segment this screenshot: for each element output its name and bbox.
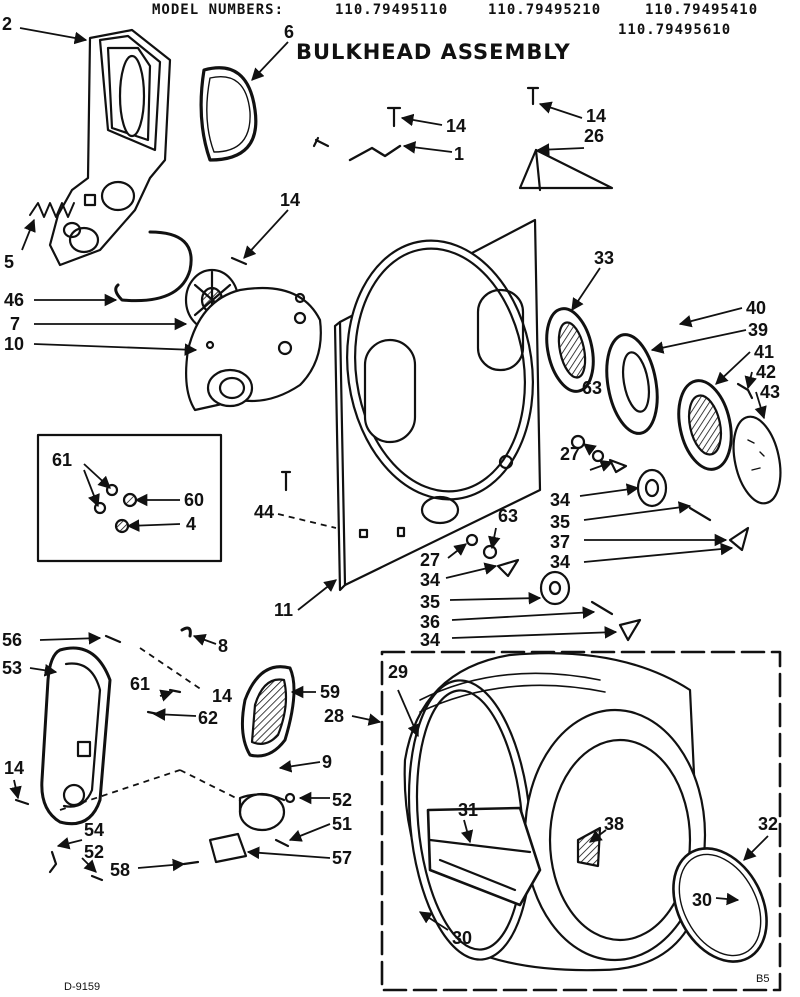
part-11-bulkhead — [333, 218, 542, 592]
callout-10: 10 — [4, 334, 24, 354]
part-26-bracket — [518, 148, 614, 192]
part-5-spring — [29, 202, 75, 218]
callout-32: 32 — [758, 814, 778, 834]
part-39-bezel — [605, 333, 659, 435]
callout-62: 62 — [198, 708, 218, 728]
part-59-lint-filter — [240, 665, 296, 758]
model-number-3: 110.79495410 — [645, 2, 759, 18]
part-2-panel-bracket — [48, 28, 172, 267]
callout-30-b: 30 — [452, 928, 472, 948]
inset-parts — [93, 483, 138, 534]
callout-2: 2 — [2, 14, 12, 34]
callout-14-b: 14 — [586, 106, 606, 126]
callout-34-b: 34 — [550, 552, 570, 572]
callout-14-d: 14 — [212, 686, 232, 706]
callout-44: 44 — [254, 502, 274, 522]
callout-57: 57 — [332, 848, 352, 868]
callout-36: 36 — [420, 612, 440, 632]
part-53-idler-arm — [40, 646, 112, 826]
callout-61-a: 61 — [52, 450, 72, 470]
callout-33: 33 — [594, 248, 614, 268]
callout-37: 37 — [550, 532, 570, 552]
leader-lines — [9, 27, 769, 931]
part-6-seal — [199, 66, 258, 162]
drawing-code: D-9159 — [64, 981, 100, 993]
diagram-title: BULKHEAD ASSEMBLY — [296, 40, 571, 64]
callout-35-a: 35 — [550, 512, 570, 532]
callout-40: 40 — [746, 298, 766, 318]
callout-34-a: 34 — [550, 490, 570, 510]
part-32-seal — [672, 847, 768, 963]
callout-14-a: 14 — [446, 116, 466, 136]
callout-60: 60 — [184, 490, 204, 510]
model-number-4: 110.79495610 — [618, 22, 732, 38]
inset-box — [36, 433, 223, 563]
callout-39: 39 — [748, 320, 768, 340]
part-31-baffle — [426, 806, 542, 907]
callout-14-c: 14 — [280, 190, 300, 210]
callout-27-b: 27 — [420, 550, 440, 570]
part-41-lens — [677, 379, 733, 471]
callout-29: 29 — [388, 662, 408, 682]
callout-63-a: 63 — [582, 378, 602, 398]
callout-30-a: 30 — [692, 890, 712, 910]
callout-34-c: 34 — [420, 570, 440, 590]
model-numbers-label: MODEL NUMBERS: — [152, 2, 285, 18]
callout-4: 4 — [186, 514, 196, 534]
callout-53: 53 — [2, 658, 22, 678]
drum-dashed-box — [380, 650, 782, 992]
callout-9: 9 — [322, 752, 332, 772]
model-number-2: 110.79495210 — [488, 2, 602, 18]
part-29-drum — [403, 652, 707, 972]
screws-14 — [14, 86, 540, 806]
callout-31: 31 — [458, 800, 478, 820]
callout-11: 11 — [274, 600, 293, 620]
callout-6: 6 — [284, 22, 294, 42]
callout-63-b: 63 — [498, 506, 518, 526]
callout-52-b: 52 — [84, 842, 104, 862]
callout-27-a: 27 — [560, 444, 580, 464]
callout-5: 5 — [4, 252, 14, 272]
part-46-ring — [114, 230, 193, 303]
callout-42: 42 — [756, 362, 776, 382]
roller-parts — [465, 434, 750, 642]
callout-46: 46 — [4, 290, 24, 310]
callout-59: 59 — [320, 682, 340, 702]
callout-numbers: 2 6 14 1 14 26 14 5 46 7 10 33 40 39 41 … — [2, 14, 780, 993]
callout-35-b: 35 — [420, 592, 440, 612]
callout-38: 38 — [604, 814, 624, 834]
callout-41: 41 — [754, 342, 774, 362]
callout-8: 8 — [218, 636, 228, 656]
part-10-blower-housing — [185, 286, 322, 412]
callout-56: 56 — [2, 630, 22, 650]
part-1-bracket — [348, 144, 402, 162]
callout-52-a: 52 — [332, 790, 352, 810]
motor-switch-parts — [48, 626, 296, 882]
callout-14-e: 14 — [4, 758, 24, 778]
corner-mark: B5 — [756, 973, 769, 985]
callout-34-d: 34 — [420, 630, 440, 650]
callout-28: 28 — [324, 706, 344, 726]
callout-7: 7 — [10, 314, 20, 334]
part-33-lamp-socket — [545, 307, 595, 393]
callout-43: 43 — [760, 382, 780, 402]
callout-54: 54 — [84, 820, 104, 840]
part-43-dial — [732, 415, 782, 505]
callout-51: 51 — [332, 814, 352, 834]
callout-1: 1 — [454, 144, 464, 164]
callout-61-b: 61 — [130, 674, 150, 694]
callout-26: 26 — [584, 126, 604, 146]
part-42-clip — [736, 382, 754, 400]
callout-58: 58 — [110, 860, 130, 880]
model-number-1: 110.79495110 — [335, 2, 449, 18]
